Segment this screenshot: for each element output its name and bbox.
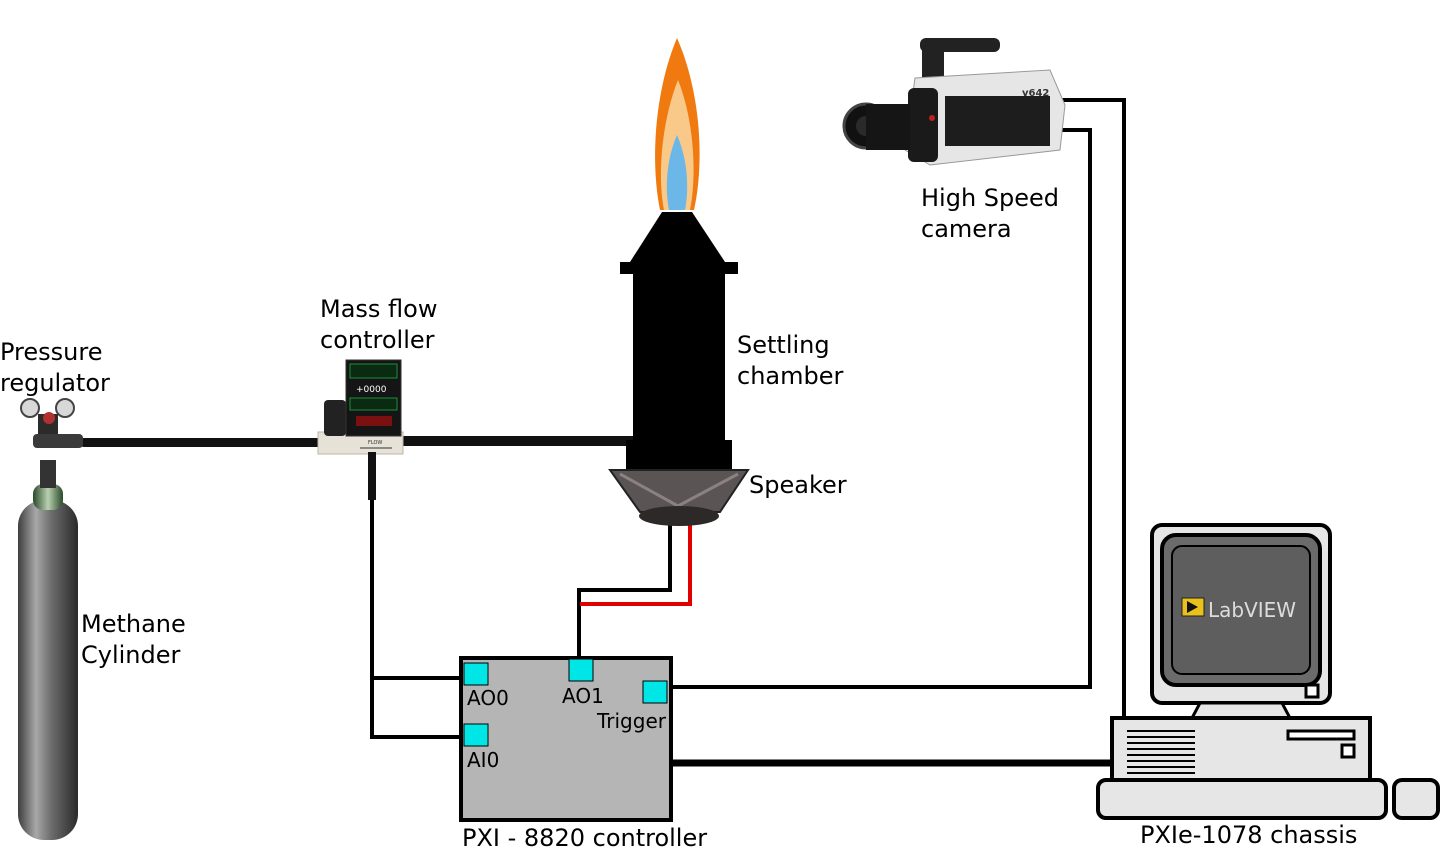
cylinder-body [18,500,78,840]
port-ao1-label: AO1 [562,684,604,708]
mfc-display-value: +0000 [356,385,387,395]
label-speaker: Speaker [749,471,847,499]
flame [655,38,700,210]
pressure-regulator [21,399,83,448]
camera-model-label: v642 [1022,88,1049,99]
label-high-speed-camera-1: High Speed [921,184,1059,212]
port-trigger-box [643,681,667,703]
label-high-speed-camera-2: camera [921,215,1012,243]
wire-ao1-to-speaker [579,525,670,658]
high-speed-camera: v642 [844,38,1065,165]
label-settling-chamber-1: Settling [737,331,830,359]
port-ao1-box [569,659,593,681]
pxie-chassis: LabVIEW [1098,525,1438,818]
speaker [610,470,748,526]
wire-mfc-to-ao0 [372,455,462,678]
port-ai0-box [464,724,488,746]
port-ao0-box [464,663,488,685]
label-methane-cylinder-1: Methane [81,610,186,638]
label-pressure-regulator-1: Pressure [0,338,102,366]
label-methane-cylinder-2: Cylinder [81,641,181,669]
methane-cylinder [18,460,78,840]
label-mass-flow-controller-1: Mass flow [320,295,437,323]
mass-flow-controller: +0000 FLOW [318,360,403,500]
wire-trigger-to-camera [672,130,1090,687]
pipe-mfc-to-chamber [400,436,645,446]
wire-mfc-to-ai0 [372,678,462,737]
cylinder-valve [40,460,56,488]
mfc-cable [368,452,376,500]
label-pxi-controller: PXI - 8820 controller [462,824,707,852]
label-pressure-regulator-2: regulator [0,369,110,397]
label-settling-chamber-2: chamber [737,362,843,390]
pipe-regulator-to-mfc [80,438,325,447]
port-ao0-label: AO0 [467,686,509,710]
mfc-flow-label: FLOW [368,440,382,446]
wire-signal-red [580,525,690,604]
label-pxie-chassis: PXIe-1078 chassis [1140,821,1357,849]
port-ai0-label: AI0 [467,748,499,772]
labview-logo-text: LabVIEW [1208,598,1296,622]
port-trigger-label: Trigger [596,709,667,733]
label-mass-flow-controller-2: controller [320,326,435,354]
pxi-controller: AO0 AO1 Trigger AI0 [461,658,671,820]
settling-chamber [620,212,738,470]
